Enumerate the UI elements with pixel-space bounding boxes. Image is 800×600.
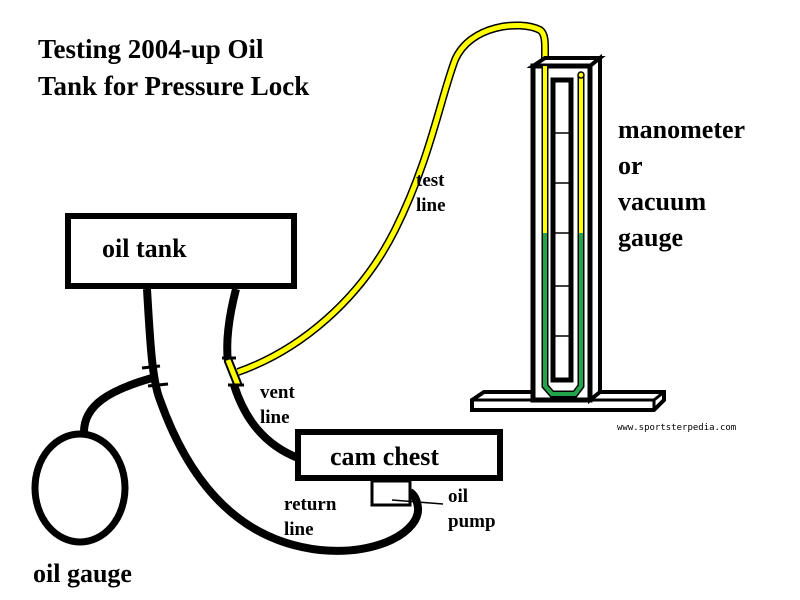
manometer-label-1: manometer <box>618 115 745 144</box>
manometer-label-3: vacuum <box>618 187 706 216</box>
u-tube-open-end <box>577 71 585 79</box>
base-edge <box>653 390 665 402</box>
test-line-hose <box>237 22 548 395</box>
return-line-label-1: return <box>284 494 337 515</box>
manometer-scale <box>550 77 574 383</box>
return-line-hose <box>143 288 422 555</box>
vent-line-lower <box>230 383 300 462</box>
return-line-label-2: line <box>284 519 314 540</box>
test-line-label-1: test <box>416 170 445 191</box>
oil-pump-label-1: oil <box>448 486 468 507</box>
title-line-1: Testing 2004-up Oil <box>38 34 264 64</box>
watermark: www.sportsterpedia.com <box>617 423 736 433</box>
oil-tank-box <box>65 213 297 289</box>
manometer-label-4: gauge <box>618 223 683 252</box>
oil-pump-label-2: pump <box>448 511 496 532</box>
oil-gauge-label: oil gauge <box>33 559 132 588</box>
tee-fitting-mark <box>147 382 169 388</box>
scale-ticks <box>553 132 571 337</box>
tee-fitting-mark <box>141 364 161 370</box>
u-tube-fluid <box>543 233 583 396</box>
oil-pump-leader <box>391 499 444 505</box>
vent-line-label-1: vent <box>260 382 296 403</box>
oil-gauge-hose <box>80 374 154 433</box>
cam-chest-label: cam chest <box>330 442 439 471</box>
oil-tank-label: oil tank <box>102 234 187 263</box>
vent-line-upper <box>223 288 240 363</box>
vent-line-label-2: line <box>260 407 290 428</box>
test-line-label-2: line <box>416 195 446 216</box>
cam-chest-box <box>295 429 503 481</box>
title-line-2: Tank for Pressure Lock <box>38 71 309 101</box>
oil-gauge-circle <box>31 430 129 546</box>
vent-tee <box>225 359 241 386</box>
manometer-label-2: or <box>618 151 643 180</box>
